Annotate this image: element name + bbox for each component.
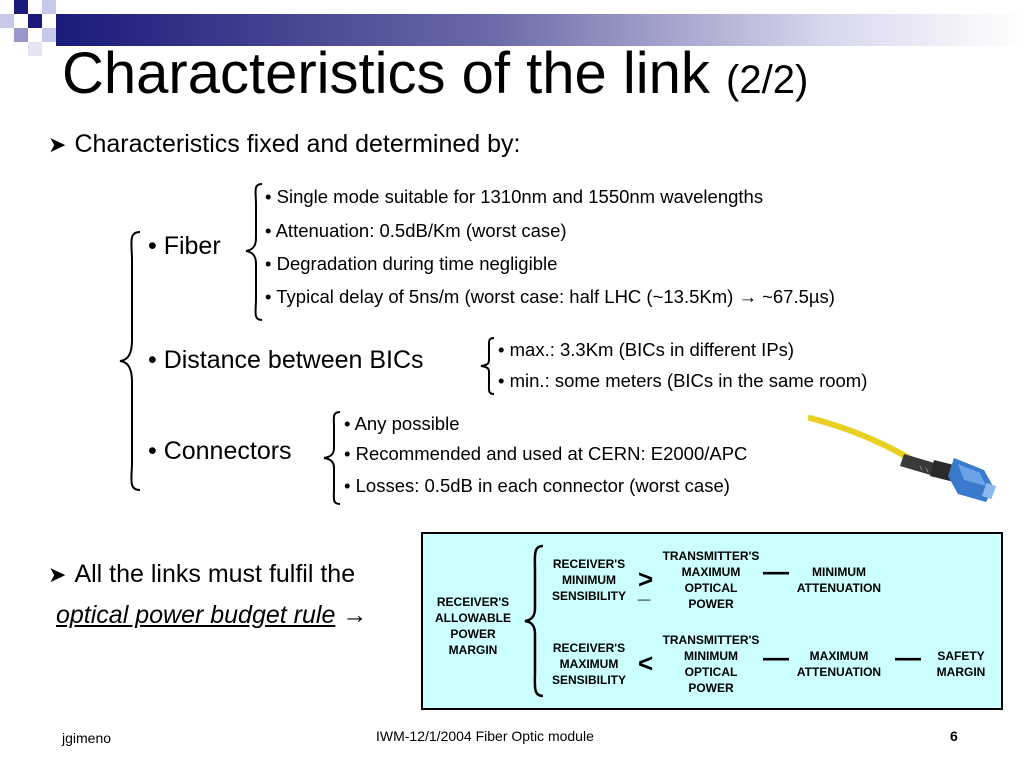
allowable-margin-label: RECEIVER'S ALLOWABLE POWER MARGIN xyxy=(435,595,511,657)
footer-event: IWM-12/1/2004 Fiber Optic module xyxy=(376,728,594,744)
arrow-bullet-icon: ➤ xyxy=(48,562,67,587)
fiber-brace xyxy=(245,183,263,321)
title-suffix: (2/2) xyxy=(726,58,809,102)
connectors-item: • Any possible xyxy=(344,413,460,434)
budget-rule-text: optical power budget rule xyxy=(56,601,336,629)
budget-rule-link-line: optical power budget rule → xyxy=(56,601,367,630)
receiver-min-sensibility: RECEIVER'S MINIMUM SENSIBILITY xyxy=(551,557,626,603)
less-than-symbol: < xyxy=(638,648,654,678)
maximum-attenuation: MAXIMUM ATTENUATION xyxy=(796,649,882,679)
fiber-item: • Degradation during time negligible xyxy=(265,253,558,274)
footer-author: jgimeno xyxy=(62,730,112,746)
distance-label: • Distance between BICs xyxy=(148,346,424,374)
receiver-max-sensibility: RECEIVER'S MAXIMUM SENSIBILITY xyxy=(551,641,626,687)
right-arrow-icon: → xyxy=(342,601,368,629)
big-brace xyxy=(119,231,141,491)
distance-item: • min.: some meters (BICs in the same ro… xyxy=(498,370,868,391)
page-number: 6 xyxy=(950,728,958,744)
bullet-budget-rule: ➤All the links must fulfil the xyxy=(48,560,356,588)
transmitter-max-power: TRANSMITTER'S MAXIMUM OPTICAL POWER xyxy=(662,549,760,611)
minus-symbol: — xyxy=(763,556,789,586)
title-text: Characteristics of the link xyxy=(62,41,710,106)
fiber-connector-image xyxy=(808,415,997,502)
fiber-item: • Attenuation: 0.5dB/Km (worst case) xyxy=(265,220,567,241)
minimum-attenuation: MINIMUM ATTENUATION xyxy=(796,565,882,595)
connectors-item: • Losses: 0.5dB in each connector (worst… xyxy=(344,475,730,496)
connectors-brace xyxy=(323,411,341,505)
safety-margin: SAFETY MARGIN xyxy=(936,649,986,679)
title-bar xyxy=(56,14,1024,46)
connectors-label: • Connectors xyxy=(148,437,292,465)
slide-title: Characteristics of the link (2/2) xyxy=(62,40,808,114)
fiber-item: • Single mode suitable for 1310nm and 15… xyxy=(265,186,764,207)
distance-item: • max.: 3.3Km (BICs in different IPs) xyxy=(498,339,795,360)
transmitter-min-power: TRANSMITTER'S MINIMUM OPTICAL POWER xyxy=(662,633,760,695)
minus-symbol: — xyxy=(895,642,921,672)
fiber-label: • Fiber xyxy=(148,232,221,260)
minus-symbol: — xyxy=(763,642,789,672)
greater-equal-symbol: >_ xyxy=(638,564,654,603)
arrow-bullet-icon: ➤ xyxy=(48,132,67,157)
distance-brace xyxy=(480,337,495,395)
connectors-item: • Recommended and used at CERN: E2000/AP… xyxy=(344,443,748,464)
budget-brace xyxy=(524,544,544,698)
bullet-characteristics: ➤Characteristics fixed and determined by… xyxy=(48,130,521,158)
fiber-item: • Typical delay of 5ns/m (worst case: ha… xyxy=(265,286,835,307)
power-budget-box: RECEIVER'S ALLOWABLE POWER MARGIN RECEIV… xyxy=(421,532,1003,710)
